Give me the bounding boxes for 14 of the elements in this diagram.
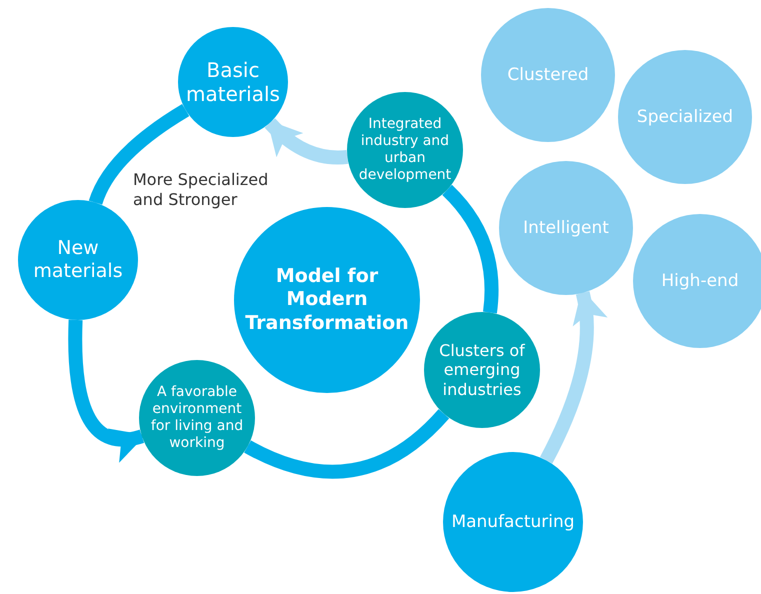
node-text: Specialized — [636, 106, 734, 128]
node-text: Model for Modern Transformation — [244, 265, 410, 335]
node-text: Manufacturing — [451, 512, 575, 532]
node-text: Basic materials — [186, 58, 280, 106]
arrow — [68, 320, 146, 461]
arrow — [540, 288, 606, 464]
node-text: Clustered — [507, 64, 589, 86]
node-text: Intelligent — [523, 218, 609, 238]
node-text: A favorable environment for living and working — [150, 384, 244, 452]
caption-text: More Specialized and Stronger — [133, 170, 270, 210]
node-text: Clusters of emerging industries — [438, 340, 526, 400]
node-text: High-end — [661, 270, 739, 292]
node-text: Integrated industry and urban development — [358, 116, 452, 184]
node-text: New materials — [32, 236, 124, 284]
